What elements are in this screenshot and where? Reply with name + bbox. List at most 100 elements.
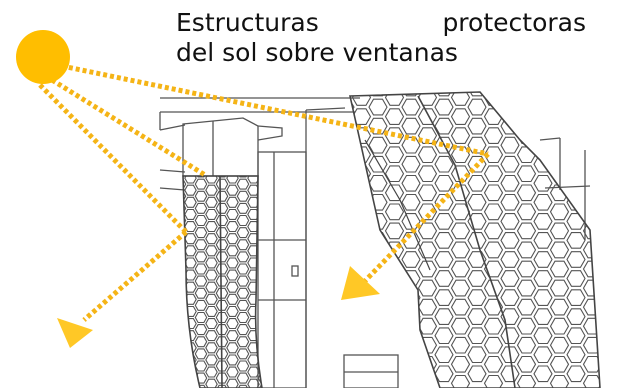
honeycomb-cell <box>384 336 405 354</box>
honeycomb-cell <box>434 174 454 192</box>
honeycomb-cell <box>183 360 187 372</box>
honeycomb-cell <box>417 222 438 240</box>
honeycomb-cell <box>401 327 421 345</box>
honeycomb-cell <box>205 305 218 317</box>
honeycomb-cell <box>401 365 421 383</box>
honeycomb-cell <box>183 336 187 348</box>
honeycomb-cell <box>351 127 372 144</box>
honeycomb-cell <box>500 251 520 268</box>
honeycomb-cell <box>236 176 250 178</box>
honeycomb-cell <box>582 355 600 373</box>
honeycomb-cell <box>350 365 355 383</box>
honeycomb-cell <box>582 298 600 316</box>
honeycomb-cell <box>417 374 438 388</box>
arrowhead-icon <box>341 266 380 300</box>
honeycomb-cell <box>205 342 218 354</box>
honeycomb-cell <box>236 239 250 251</box>
honeycomb-cell <box>582 336 600 354</box>
honeycomb-cell <box>384 374 405 388</box>
honeycomb-cell <box>351 184 372 202</box>
honeycomb-cell <box>549 355 570 373</box>
honeycomb-cell <box>483 355 504 373</box>
honeycomb-cell <box>434 155 454 173</box>
honeycomb-cell <box>350 308 355 325</box>
honeycomb-cell <box>351 203 372 221</box>
honeycomb-cell <box>226 269 239 281</box>
honeycomb-cell <box>467 98 487 116</box>
honeycomb-cell <box>467 117 487 135</box>
honeycomb-cell <box>483 336 504 354</box>
honeycomb-cell <box>384 317 405 335</box>
honeycomb-cell <box>417 279 438 297</box>
honeycomb-cell <box>215 251 229 263</box>
honeycomb-cell <box>257 299 262 311</box>
honeycomb-cell <box>257 178 262 190</box>
honeycomb-cell <box>450 165 471 183</box>
honeycomb-cell <box>500 193 520 211</box>
honeycomb-cell <box>384 108 405 125</box>
honeycomb-cell <box>549 298 570 316</box>
honeycomb-cell <box>215 384 229 388</box>
honeycomb-cell <box>434 232 454 249</box>
honeycomb-cell <box>483 317 504 335</box>
honeycomb-cell <box>215 214 229 227</box>
honeycomb-cell <box>500 174 520 192</box>
honeycomb-cell <box>194 202 208 214</box>
honeycomb-cell <box>566 327 586 345</box>
honeycomb-cell <box>226 318 239 330</box>
honeycomb-cell <box>417 146 438 164</box>
honeycomb-cell <box>533 92 553 97</box>
honeycomb-cell <box>184 342 197 354</box>
honeycomb-cell <box>533 308 553 325</box>
honeycomb-cell <box>549 336 570 354</box>
honeycomb-cell <box>500 92 520 97</box>
honeycomb-cell <box>247 176 260 184</box>
honeycomb-cell <box>533 327 553 345</box>
honeycomb-cell <box>351 92 372 106</box>
honeycomb-cell <box>184 305 197 317</box>
honeycomb-cell <box>236 360 250 372</box>
honeycomb-cell <box>500 136 520 154</box>
honeycomb-cell <box>516 108 537 125</box>
honeycomb-cell <box>368 308 388 325</box>
honeycomb-cell <box>450 222 471 240</box>
honeycomb-cell <box>194 178 208 190</box>
honeycomb-cell <box>205 318 218 330</box>
honeycomb-cell <box>516 279 537 297</box>
honeycomb-cell <box>183 263 187 275</box>
honeycomb-cell <box>236 384 250 388</box>
honeycomb-cell <box>516 374 537 388</box>
honeycomb-cell <box>582 165 600 183</box>
honeycomb-cell <box>384 222 405 240</box>
honeycomb-cell <box>215 227 229 239</box>
honeycomb-cell <box>516 203 537 221</box>
honeycomb-cell <box>450 317 471 335</box>
honeycomb-cell <box>236 348 250 360</box>
honeycomb-cell <box>566 308 586 325</box>
honeycomb-cell <box>183 287 187 299</box>
honeycomb-cell <box>215 372 229 384</box>
honeycomb-cell <box>566 174 586 192</box>
honeycomb-cell <box>467 289 487 306</box>
honeycomb-cell <box>205 233 218 245</box>
honeycomb-cell <box>247 196 260 208</box>
honeycomb-cell <box>236 178 250 190</box>
honeycomb-cell <box>205 257 218 269</box>
honeycomb-cell <box>184 318 197 330</box>
honeycomb-cell <box>183 311 187 324</box>
left-honeycomb-screen <box>182 175 263 388</box>
honeycomb-cell <box>226 257 239 269</box>
honeycomb-cell <box>384 92 405 106</box>
honeycomb-cell <box>257 311 262 324</box>
honeycomb-cell <box>257 190 262 202</box>
honeycomb-cell <box>434 346 454 364</box>
honeycomb-cell <box>582 317 600 335</box>
honeycomb-cell <box>205 354 218 366</box>
ray-middle <box>50 77 207 178</box>
honeycomb-cell <box>500 308 520 325</box>
honeycomb-cell <box>549 108 570 125</box>
honeycomb-cell <box>533 270 553 287</box>
honeycomb-cell <box>184 378 197 388</box>
honeycomb-cell <box>257 227 262 239</box>
honeycomb-cell <box>350 92 355 97</box>
